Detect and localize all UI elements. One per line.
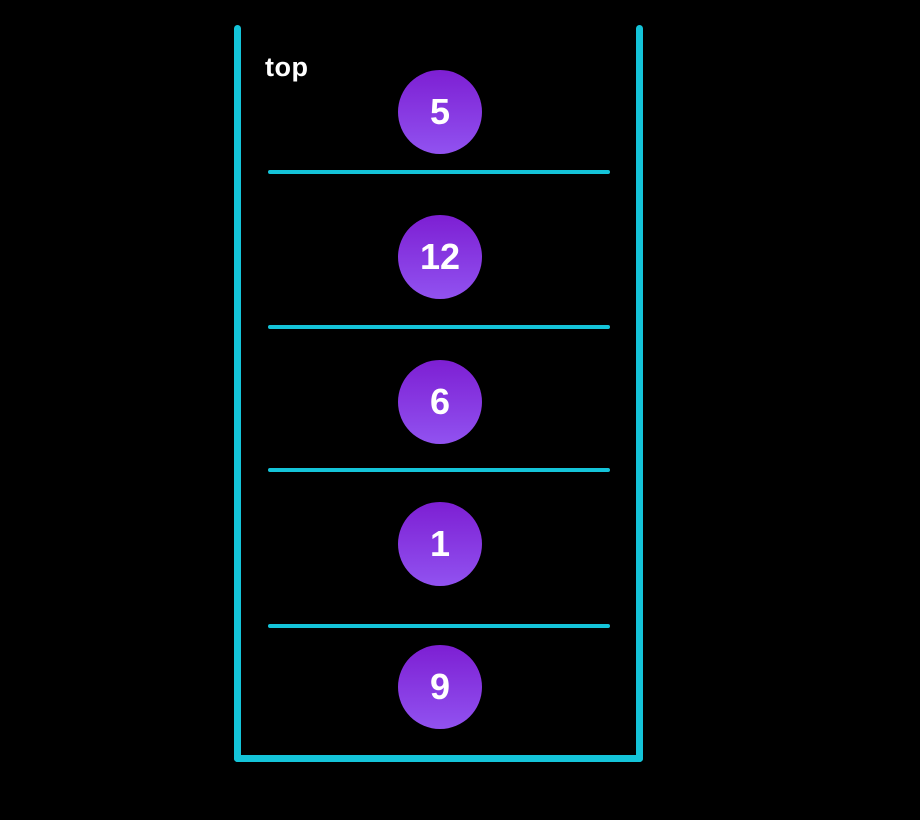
stack-bottom-wall <box>234 755 643 762</box>
stack-node: 1 <box>398 502 482 586</box>
stack-node: 6 <box>398 360 482 444</box>
stack-left-wall <box>234 25 241 762</box>
stack-node-value: 9 <box>429 666 451 707</box>
stack-node: 9 <box>398 645 482 729</box>
stack-node: 12 <box>398 215 482 299</box>
stack-node-value: 1 <box>429 523 451 564</box>
stack-divider <box>268 468 610 472</box>
stack-right-wall <box>636 25 643 762</box>
stack-node: 5 <box>398 70 482 154</box>
stack-divider <box>268 624 610 628</box>
stack-divider <box>268 325 610 329</box>
stack-node-value: 6 <box>429 381 451 422</box>
stack-node-value: 5 <box>429 91 451 132</box>
stack-divider <box>268 170 610 174</box>
stack-top-label: top <box>265 52 309 82</box>
stack-node-value: 12 <box>419 236 461 277</box>
